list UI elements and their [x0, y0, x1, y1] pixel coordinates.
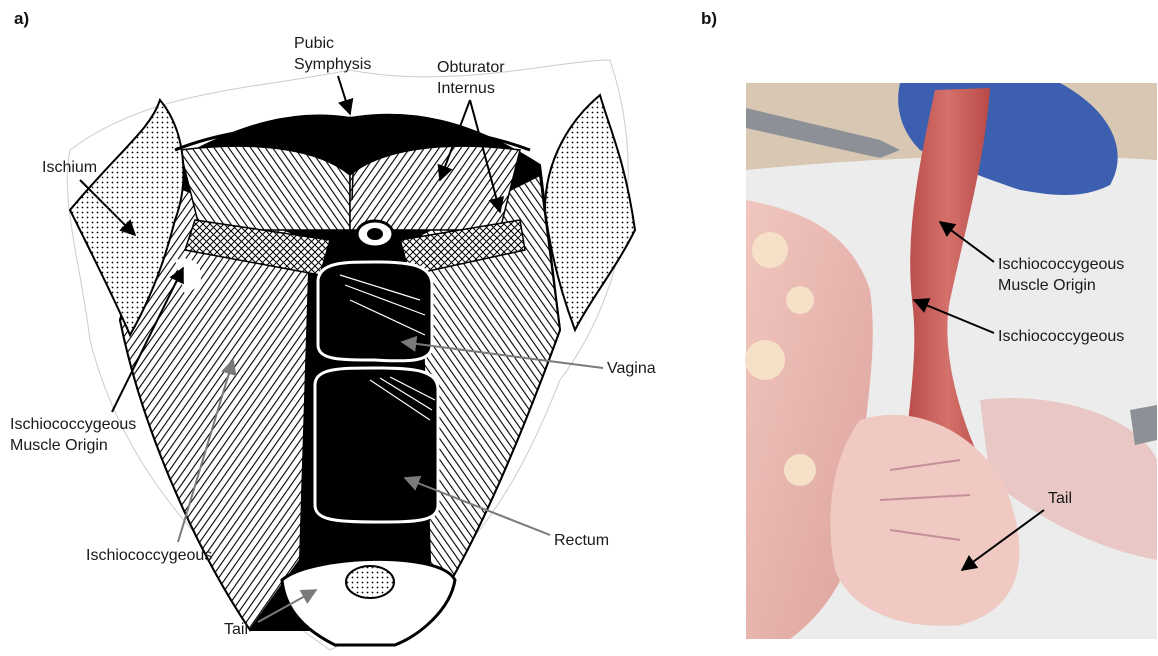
- label-ischio-b: Ischiococcygeous: [998, 328, 1124, 345]
- fat-3: [745, 340, 785, 380]
- label-pubic-2: Symphysis: [294, 56, 371, 73]
- label-origin-a-1: Ischiococcygeous: [10, 416, 136, 433]
- label-ischium: Ischium: [42, 159, 97, 176]
- panel-a-label: a): [14, 9, 29, 28]
- fat-4: [784, 454, 816, 486]
- label-ischio-a: Ischiococcygeous: [86, 547, 212, 564]
- panel-b: b) Ischiococcygeous Muscle Origin: [701, 9, 1157, 639]
- label-vagina: Vagina: [607, 360, 656, 377]
- label-pubic-1: Pubic: [294, 35, 334, 52]
- label-origin-b-1: Ischiococcygeous: [998, 256, 1124, 273]
- label-origin-a-2: Muscle Origin: [10, 437, 108, 454]
- panel-b-label: b): [701, 9, 717, 28]
- rectum: [315, 368, 438, 522]
- fat-2: [786, 286, 814, 314]
- label-origin-b-2: Muscle Origin: [998, 277, 1096, 294]
- label-tail-b: Tail: [1048, 490, 1072, 507]
- ischium-right: [545, 95, 635, 330]
- arrow-pubic: [338, 76, 350, 114]
- label-rectum: Rectum: [554, 532, 609, 549]
- photo: [745, 83, 1157, 639]
- fat-1: [752, 232, 788, 268]
- tail-vertebra: [346, 566, 394, 598]
- label-tail-a: Tail: [224, 621, 248, 638]
- label-obturator-1: Obturator: [437, 59, 505, 76]
- label-obturator-2: Internus: [437, 80, 495, 97]
- panel-a: a) Pubic: [10, 9, 656, 650]
- urethra-lumen: [367, 228, 383, 240]
